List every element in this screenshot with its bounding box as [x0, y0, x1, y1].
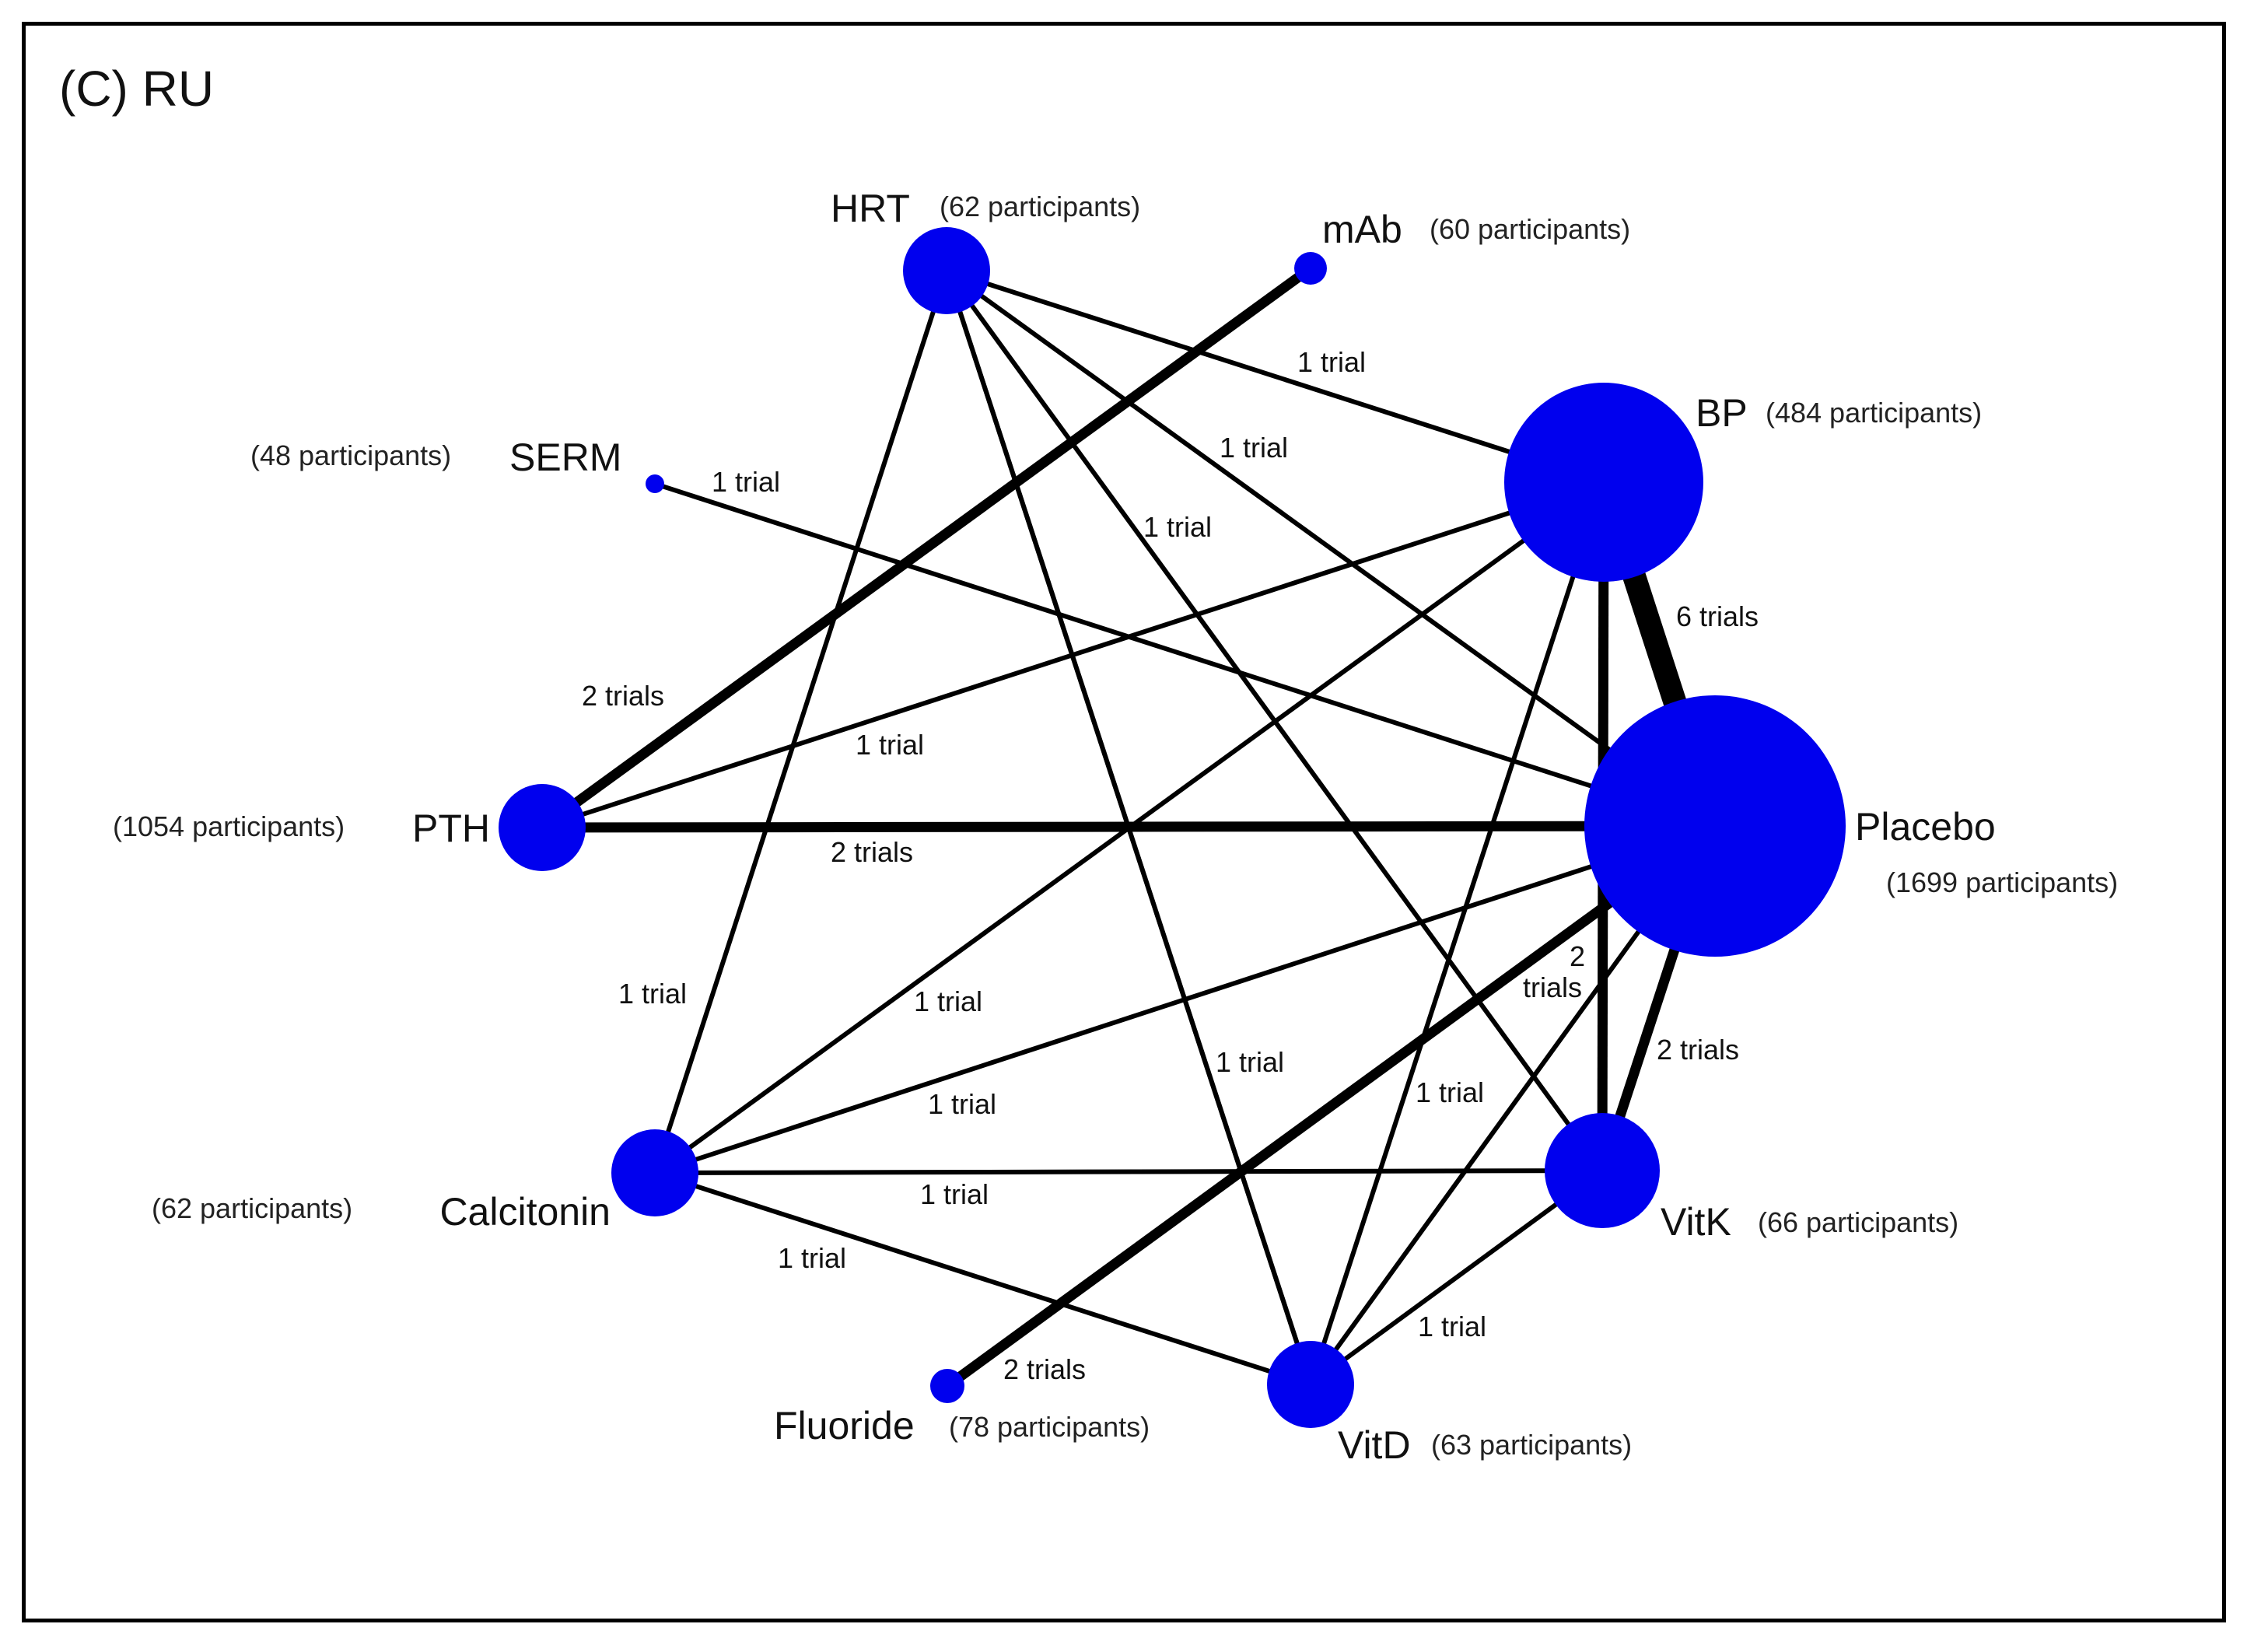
edge-labels-layer: 1 trial 1 trial 1 trial 1 trial 2 trials 1 tr… — [582, 346, 1759, 1385]
edge-label-placebo-vitk: 2 trials — [1657, 1034, 1739, 1066]
panel-title: (C) RU — [59, 61, 214, 117]
nodes-layer — [499, 227, 1846, 1428]
edge-mab-pth — [539, 264, 1314, 832]
node-participants-fluoride: (78 participants) — [949, 1411, 1150, 1443]
node-name-pth: PTH — [412, 807, 490, 850]
edge-label-extra-1: trials — [1523, 971, 1582, 1003]
edge-calcitonin-vitk — [654, 1168, 1603, 1175]
node-participants-serm: (48 participants) — [250, 439, 451, 471]
node-participants-calcitonin: (62 participants) — [152, 1192, 352, 1224]
node-name-vitk: VitK — [1661, 1200, 1731, 1244]
edge-label-hrt-placebo: 1 trial — [1220, 432, 1288, 464]
edge-label-bp-placebo: 6 trials — [1676, 600, 1759, 632]
edge-label-hrt-calcitonin: 1 trial — [618, 978, 687, 1010]
node-participants-mab: (60 participants) — [1430, 213, 1630, 245]
node-name-vitd: VitD — [1338, 1423, 1411, 1467]
edge-hrt-calcitonin — [653, 270, 949, 1174]
node-participants-hrt: (62 participants) — [940, 191, 1140, 222]
edge-label-serm-placebo: 1 trial — [712, 466, 780, 498]
node-vitk — [1545, 1113, 1660, 1228]
edge-label-bp-calcitonin: 1 trial — [914, 985, 982, 1017]
node-name-bp: BP — [1696, 391, 1748, 435]
node-pth — [499, 784, 586, 871]
node-participants-vitk: (66 participants) — [1758, 1206, 1958, 1238]
node-mab — [1294, 252, 1327, 285]
node-bp — [1504, 383, 1703, 582]
edge-label-pth-placebo: 2 trials — [831, 836, 913, 868]
node-labels-layer: HRT (62 participants) mAb (60 participants)… — [113, 187, 2118, 1467]
edge-label-calcitonin-vitk: 1 trial — [920, 1178, 989, 1210]
node-participants-placebo: (1699 participants) — [1886, 866, 2118, 898]
node-participants-vitd: (63 participants) — [1431, 1429, 1632, 1461]
node-serm — [646, 474, 664, 493]
edge-hrt-placebo — [945, 268, 1717, 828]
node-name-mab: mAb — [1322, 208, 1402, 251]
edge-label-hrt-vitk: 1 trial — [1143, 511, 1212, 543]
edge-vitk-vitd — [1309, 1168, 1604, 1387]
node-calcitonin — [611, 1129, 698, 1216]
node-name-hrt: HRT — [831, 187, 910, 230]
edge-label-hrt-bp: 1 trial — [1297, 346, 1366, 378]
edge-placebo-fluoride — [944, 821, 1718, 1391]
node-name-fluoride: Fluoride — [774, 1404, 915, 1447]
node-participants-pth: (1054 participants) — [113, 810, 345, 842]
edge-hrt-bp — [946, 268, 1605, 485]
node-hrt — [903, 227, 990, 314]
edge-label-placebo-vitd: 1 trial — [1416, 1076, 1484, 1108]
edge-label-bp-pth: 1 trial — [856, 729, 924, 761]
edge-label-calcitonin-vitd: 1 trial — [778, 1242, 846, 1274]
node-name-placebo: Placebo — [1855, 805, 1996, 849]
panel-frame — [22, 22, 2226, 1622]
node-fluoride — [930, 1369, 964, 1403]
node-participants-bp: (484 participants) — [1766, 397, 1982, 429]
edge-label-placebo-fluoride: 2 trials — [1003, 1353, 1086, 1385]
edge-hrt-vitd — [944, 270, 1313, 1385]
edge-label-hrt-vitd: 1 trial — [1216, 1046, 1284, 1078]
node-name-calcitonin: Calcitonin — [439, 1190, 611, 1234]
edge-label-vitk-vitd: 1 trial — [1418, 1311, 1486, 1342]
edge-label-mab-pth: 2 trials — [582, 680, 664, 712]
edge-label-extra-0: 2 — [1570, 940, 1585, 972]
node-name-serm: SERM — [509, 436, 621, 479]
edge-serm-placebo — [654, 481, 1716, 828]
node-placebo — [1584, 695, 1846, 957]
node-vitd — [1267, 1341, 1354, 1428]
edge-label-placebo-calcitonin: 1 trial — [928, 1088, 996, 1120]
edge-calcitonin-vitd — [654, 1171, 1311, 1387]
edge-bp-vitd — [1308, 481, 1606, 1385]
